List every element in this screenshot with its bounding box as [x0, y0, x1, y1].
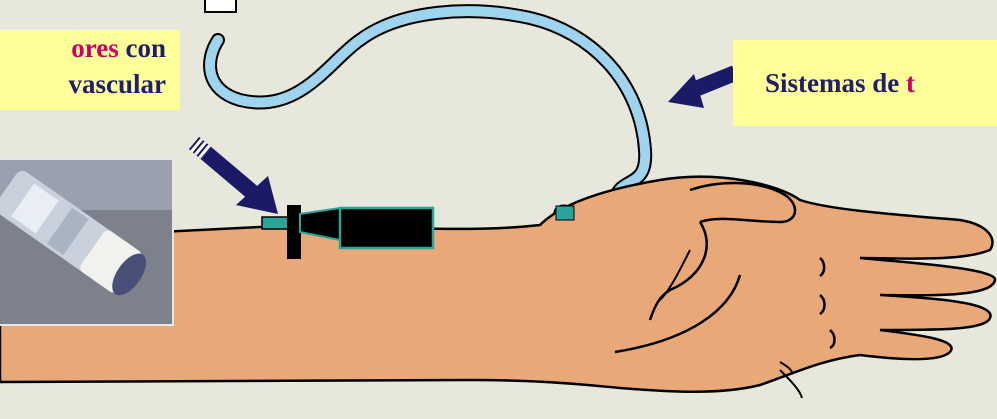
label-left-accent: ores: [71, 33, 119, 63]
label-right-accent: t: [906, 68, 915, 98]
label-sistemas: Sistemas de t: [733, 40, 997, 126]
label-left-rest: con: [119, 33, 166, 63]
label-left-line2: vascular: [0, 66, 180, 102]
connector-photo: [0, 158, 174, 326]
arrow-down-right-icon: [194, 143, 278, 214]
tube-clip: [556, 206, 574, 220]
label-conectores: ores con vascular: [0, 30, 180, 110]
label-left-line1: ores con: [0, 30, 180, 66]
label-right-prefix: Sistemas de: [765, 68, 906, 98]
bag-connector: [205, 0, 236, 12]
arrow-down-left-icon: [668, 73, 735, 108]
